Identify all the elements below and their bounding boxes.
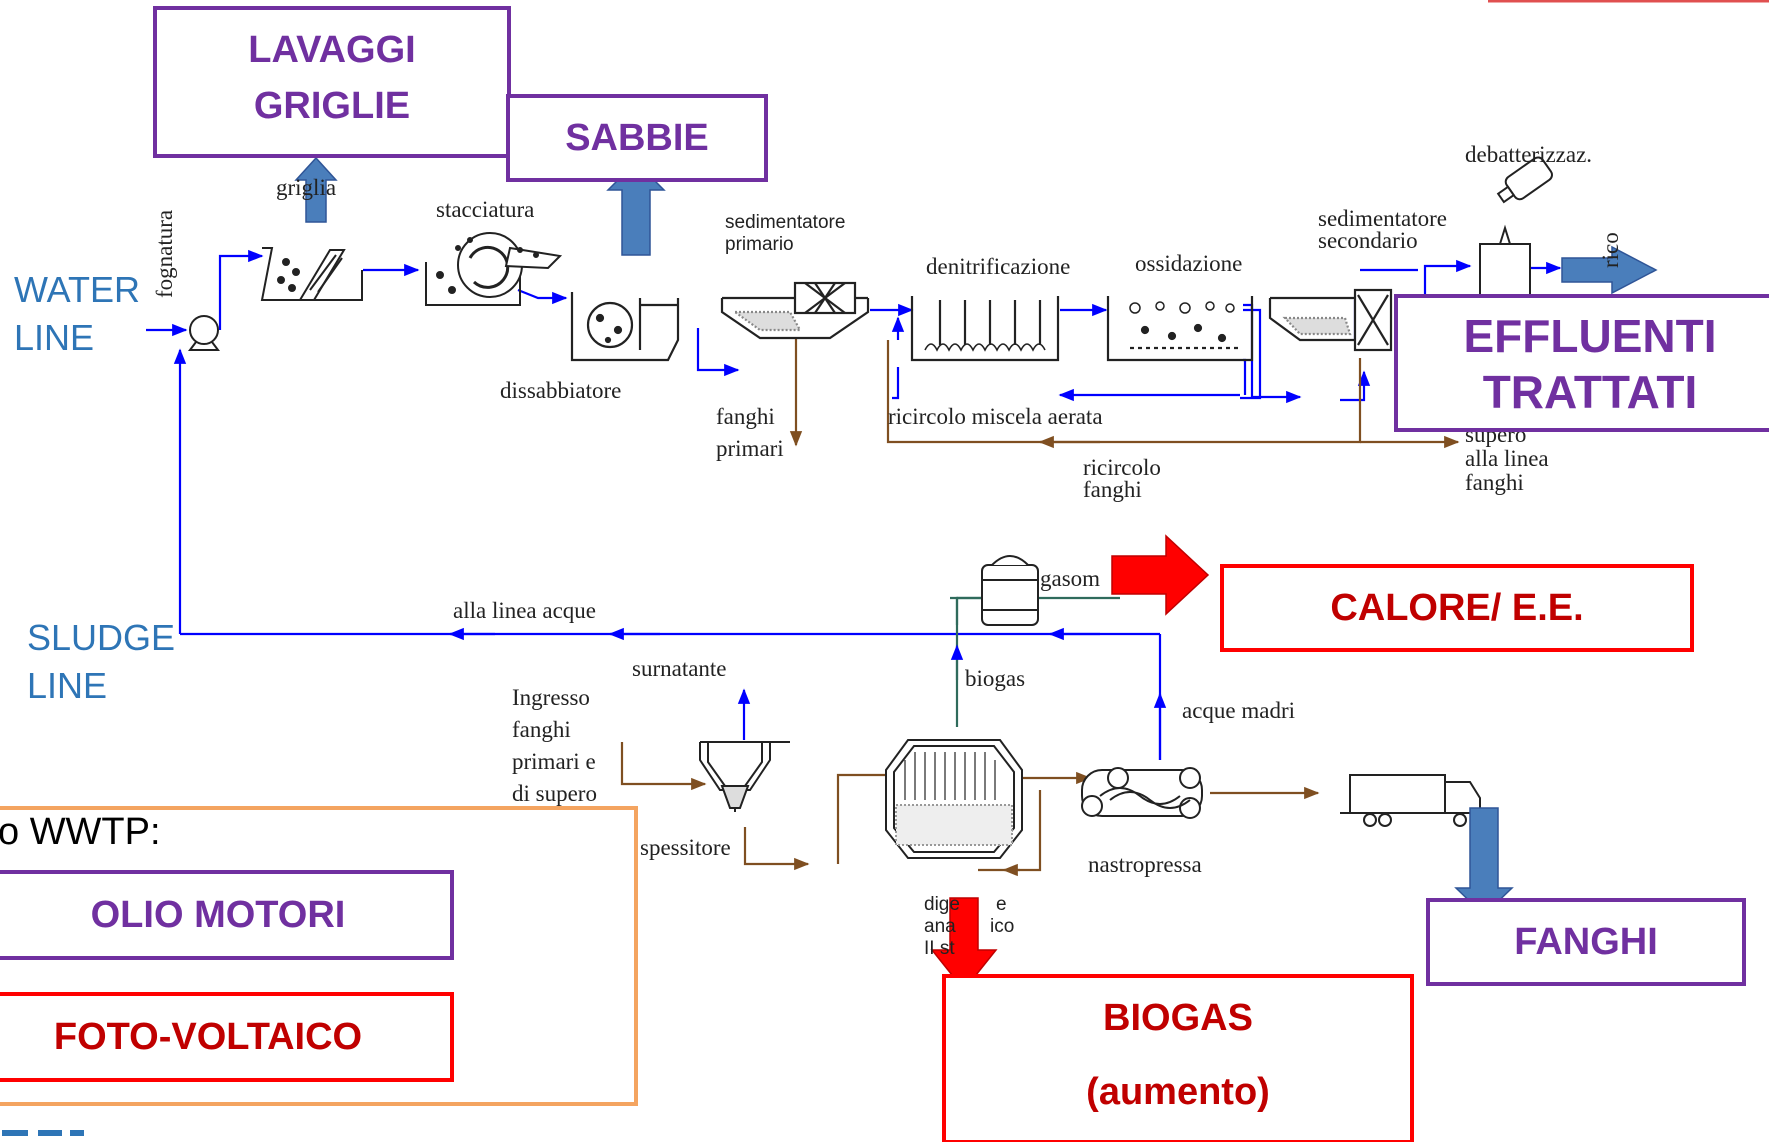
label-dissabbiatore: dissabbiatore xyxy=(500,378,621,403)
sludge-line-label-1: SLUDGE xyxy=(27,617,175,658)
label-fanghi-primari-2: primari xyxy=(716,436,784,461)
label-supero-3: fanghi xyxy=(1465,470,1524,495)
sludge-line-label-2: LINE xyxy=(27,665,107,706)
box-lavaggi-text-2: GRIGLIE xyxy=(254,85,410,127)
biogas-down-arrow xyxy=(930,897,998,992)
box-foto xyxy=(0,992,454,1082)
box-effluenti-text-1: EFFLUENTI xyxy=(1464,310,1717,362)
label-fanghi-primari-1: fanghi xyxy=(716,404,775,429)
water-line-label-1: WATER xyxy=(14,269,140,310)
truck-icon xyxy=(1340,774,1481,827)
label-stacciatura: stacciatura xyxy=(436,197,534,222)
rotary-screen-icon xyxy=(425,232,563,306)
box-sabbie: SABBIE xyxy=(506,94,768,182)
process-labels: fognatura griglia stacciatura dissabbiat… xyxy=(152,142,1623,959)
box-sabbie-text: SABBIE xyxy=(565,117,709,159)
label-digestore-3: II st xyxy=(924,938,955,959)
label-spessitore: spessitore xyxy=(640,835,731,860)
label-biogas: biogas xyxy=(965,666,1025,691)
biogas-line xyxy=(950,596,1120,727)
label-surnatante: surnatante xyxy=(632,656,727,681)
label-ricircolo-fanghi-1: ricircolo xyxy=(1083,455,1161,480)
box-biogas-text-2: (aumento) xyxy=(1086,1071,1270,1113)
box-foto-text: FOTO-VOLTAICO xyxy=(54,1016,362,1058)
digester-icon xyxy=(885,739,1023,859)
label-sed-secondario-1: sedimentatore xyxy=(1318,206,1447,231)
box-biogas: BIOGAS (aumento) xyxy=(942,974,1414,1142)
sludge-flows xyxy=(620,338,1460,877)
box-lavaggi-griglie: LAVAGGI GRIGLIE xyxy=(153,6,511,158)
return-to-water-line xyxy=(173,348,1167,760)
label-ingresso-1: Ingresso xyxy=(512,685,590,710)
label-ricircolo-miscela: ricircolo miscela aerata xyxy=(888,404,1103,429)
label-debatterizzaz: debatterizzaz. xyxy=(1465,142,1592,167)
oxidation-tank-icon xyxy=(1106,296,1254,362)
box-calore-text: CALORE/ E.E. xyxy=(1330,587,1583,629)
label-acque-madri: acque madri xyxy=(1182,698,1295,723)
box-effluenti-text-2: TRATTATI xyxy=(1483,366,1698,418)
box-fanghi: FANGHI xyxy=(1426,898,1746,986)
grid-screen-icon xyxy=(260,247,363,301)
logo-fragment xyxy=(2,1130,84,1136)
secondary-settler-icon xyxy=(1268,288,1393,352)
panel-wwtp: o WWTP: OLIO MOTORI FOTO-VOLTAICO xyxy=(0,806,638,1106)
gasometer-icon xyxy=(981,555,1039,626)
label-digestore-2b: ico xyxy=(990,916,1014,937)
label-fognatura: fognatura xyxy=(152,210,177,298)
label-nastropressa: nastropressa xyxy=(1088,852,1202,877)
grit-chamber-icon xyxy=(570,292,680,362)
box-lavaggi-text-1: LAVAGGI xyxy=(248,29,415,71)
box-fanghi-text: FANGHI xyxy=(1514,921,1658,963)
effluenti-right-arrow xyxy=(1561,245,1658,295)
line-labels: WATER LINE SLUDGE LINE xyxy=(14,269,175,706)
water-line-label-2: LINE xyxy=(14,317,94,358)
thickener-icon xyxy=(699,741,790,812)
box-effluenti-trattati: EFFLUENTI TRATTATI xyxy=(1394,294,1769,432)
label-scarico: rico xyxy=(1598,232,1623,268)
panel-wwtp-title: o WWTP: xyxy=(0,811,161,853)
label-ingresso-3: primari e xyxy=(512,749,596,774)
blue-block-arrows xyxy=(294,156,1658,917)
pump-icon xyxy=(188,315,220,351)
label-gasometro: gasom xyxy=(1040,566,1100,591)
disinfection-icon xyxy=(1479,156,1553,301)
calore-right-arrow xyxy=(1111,534,1210,616)
box-olio-text: OLIO MOTORI xyxy=(91,894,346,936)
box-calore: CALORE/ E.E. xyxy=(1220,564,1694,652)
label-ossidazione: ossidazione xyxy=(1135,251,1242,276)
label-digestore-1: dige xyxy=(924,894,960,915)
label-digestore-2: ana xyxy=(924,916,956,937)
label-sed-secondario-2: secondario xyxy=(1318,228,1418,253)
red-block-arrows xyxy=(930,534,1210,992)
label-digestore-1b: e xyxy=(996,894,1007,915)
box-biogas-text-1: BIOGAS xyxy=(1103,997,1253,1039)
label-griglia: griglia xyxy=(276,175,336,200)
denitrification-tank-icon xyxy=(910,296,1060,362)
label-supero-2: alla linea xyxy=(1465,446,1549,471)
label-sed-primario-1: sedimentatore xyxy=(725,212,845,233)
belt-press-icon xyxy=(1081,767,1203,819)
lavaggi-up-arrow xyxy=(294,156,338,223)
label-denitrificazione: denitrificazione xyxy=(926,254,1070,279)
label-ingresso-2: fanghi xyxy=(512,717,571,742)
primary-settler-icon xyxy=(720,281,870,340)
label-sed-primario-2: primario xyxy=(725,234,794,255)
label-ingresso-4: di supero xyxy=(512,781,597,806)
box-olio xyxy=(0,870,454,960)
label-alla-linea-acque: alla linea acque xyxy=(453,598,596,623)
label-ricircolo-fanghi-2: fanghi xyxy=(1083,477,1142,502)
